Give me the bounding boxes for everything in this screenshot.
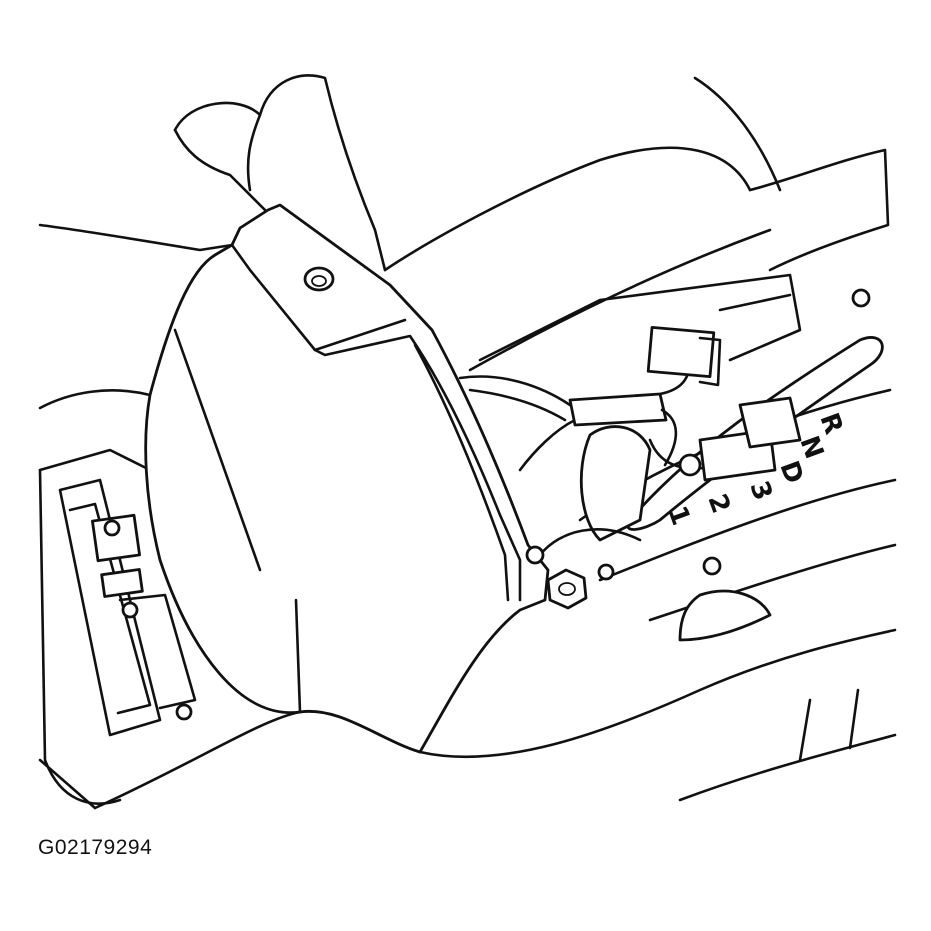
shift-cover-bracket	[144, 203, 550, 754]
center-console-base	[38, 389, 897, 810]
side-switch-panel	[91, 513, 197, 721]
hand-outline	[38, 74, 782, 272]
gear-d-label: D	[773, 457, 809, 488]
gear-3-label: 3	[743, 477, 777, 504]
detent-bracket	[538, 425, 772, 642]
mounting-hardware	[525, 545, 615, 610]
wire-harness	[458, 325, 802, 482]
figure-id-label: G02179294	[38, 836, 153, 859]
gear-2-label: 2	[701, 490, 735, 517]
